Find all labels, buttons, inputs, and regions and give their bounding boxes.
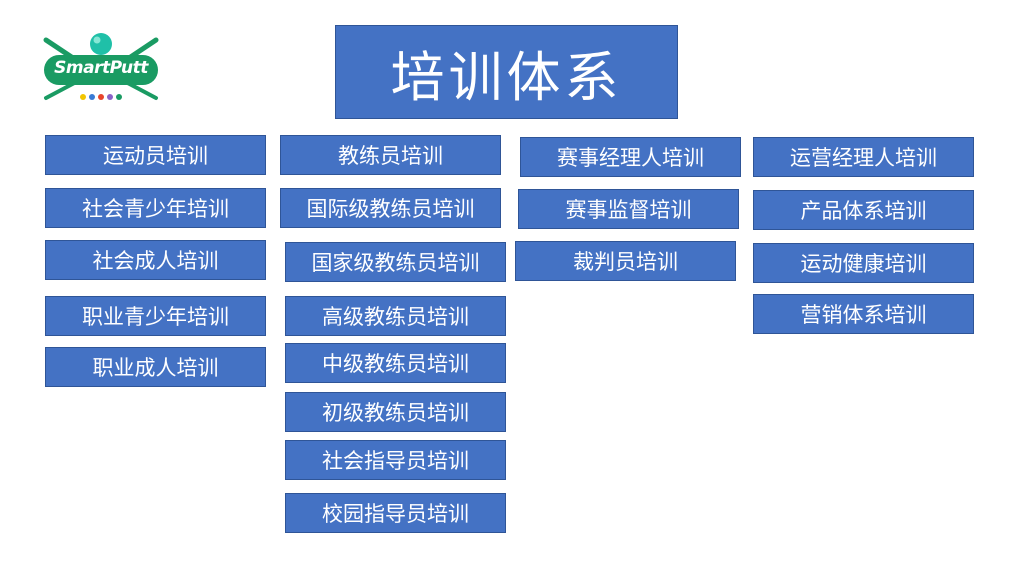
training-box: 产品体系培训 [753, 190, 974, 230]
training-box: 教练员培训 [280, 135, 501, 175]
training-box: 运动员培训 [45, 135, 266, 175]
training-box: 校园指导员培训 [285, 493, 506, 533]
training-box: 职业青少年培训 [45, 296, 266, 336]
training-box: 赛事经理人培训 [520, 137, 741, 177]
training-box: 赛事监督培训 [518, 189, 739, 229]
training-box: 营销体系培训 [753, 294, 974, 334]
page-title: 培训体系 [335, 25, 678, 119]
training-box: 运动健康培训 [753, 243, 974, 283]
training-box: 运营经理人培训 [753, 137, 974, 177]
training-box: 职业成人培训 [45, 347, 266, 387]
logo-text: SmartPutt [54, 58, 148, 78]
training-box: 社会青少年培训 [45, 188, 266, 228]
training-box: 社会指导员培训 [285, 440, 506, 480]
training-box: 高级教练员培训 [285, 296, 506, 336]
logo-graphic [43, 33, 159, 100]
training-box: 初级教练员培训 [285, 392, 506, 432]
training-box: 国际级教练员培训 [280, 188, 501, 228]
training-box: 社会成人培训 [45, 240, 266, 280]
smartputt-logo: SmartPutt [40, 30, 162, 104]
training-box: 国家级教练员培训 [285, 242, 506, 282]
training-box: 中级教练员培训 [285, 343, 506, 383]
training-box: 裁判员培训 [515, 241, 736, 281]
